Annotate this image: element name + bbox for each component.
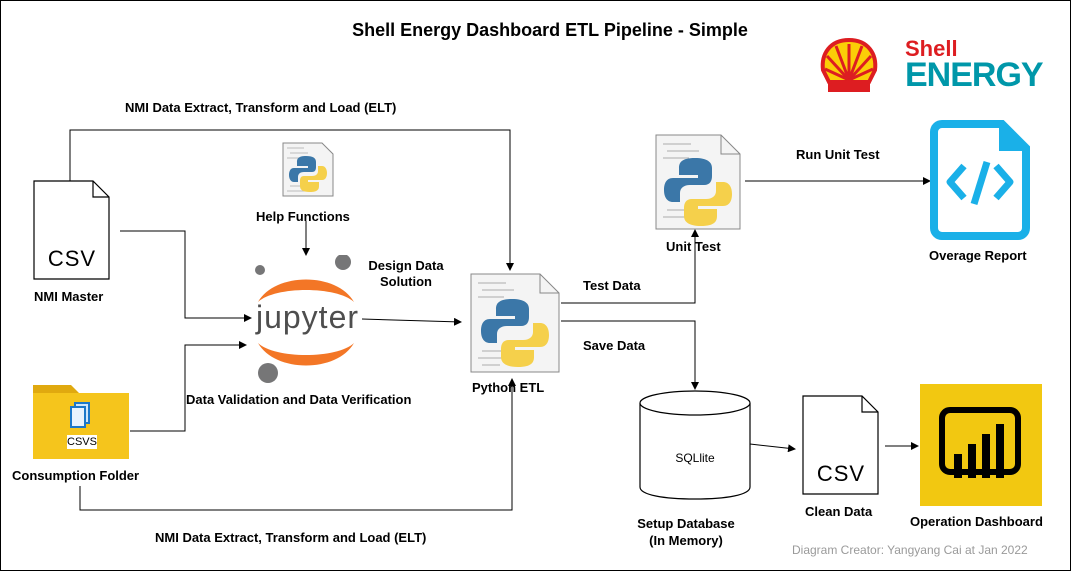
csv-icon-text: CSV (47, 246, 97, 271)
csv-file-icon: CSV (33, 180, 111, 280)
node-label-help-functions: Help Functions (256, 209, 350, 224)
node-label-unit-test: Unit Test (666, 239, 721, 254)
python-file-icon (470, 273, 560, 373)
edge-label-validation: Data Validation and Data Verification (186, 392, 412, 407)
shell-pecten-logo (818, 36, 880, 96)
diagram-title: Shell Energy Dashboard ETL Pipeline - Si… (352, 20, 748, 40)
shell-energy-logo-top: Shell (905, 36, 958, 61)
edge-label-save-data: Save Data (583, 338, 646, 353)
edge-label-elt-bottom: NMI Data Extract, Transform and Load (EL… (155, 530, 427, 545)
code-report-icon (930, 120, 1032, 240)
jupyter-logo-text: jupyter (255, 299, 360, 335)
edge-nmi-to-jupyter (120, 230, 252, 322)
python-file-icon (655, 134, 741, 230)
edge-jupyter-to-etl (361, 317, 462, 326)
diagram-credit: Diagram Creator: Yangyang Cai at Jan 202… (792, 543, 1028, 557)
python-file-icon (282, 142, 334, 197)
shell-energy-logo-bottom: ENERGY (905, 56, 1044, 94)
edge-label-run-unit-test: Run Unit Test (796, 147, 880, 162)
edge-consumption-to-jupyter (130, 341, 247, 432)
edge-label-elt-top: NMI Data Extract, Transform and Load (EL… (125, 100, 397, 115)
edge-elt-top (69, 129, 514, 271)
database-cylinder-icon: SQLlite (638, 389, 752, 501)
powerbi-icon (920, 384, 1042, 506)
edge-db-to-clean (749, 443, 796, 453)
folder-icon: CSVS (33, 381, 131, 459)
node-label-clean-data: Clean Data (805, 504, 873, 519)
jupyter-logo-icon: jupyter (250, 254, 365, 385)
edge-elt-bottom (79, 378, 516, 511)
node-label-python-etl: Python ETL (472, 380, 545, 395)
csv-icon-text: CSV (816, 461, 866, 486)
node-label-consumption-folder: Consumption Folder (12, 468, 140, 483)
edge-label-test-data: Test Data (583, 278, 641, 293)
database-inner-text: SQLlite (675, 451, 715, 465)
edge-test-data (561, 229, 699, 304)
node-label-operation-dashboard: Operation Dashboard (910, 514, 1043, 529)
edge-label-design: Design Data Solution (368, 258, 444, 289)
edge-save-data (561, 320, 699, 390)
node-label-nmi-master: NMI Master (34, 289, 104, 304)
folder-icon-text: CSVS (67, 436, 97, 448)
csv-file-icon: CSV (802, 395, 880, 495)
node-label-setup-database: Setup Database (In Memory) (637, 516, 735, 548)
node-label-overage-report: Overage Report (929, 248, 1027, 263)
